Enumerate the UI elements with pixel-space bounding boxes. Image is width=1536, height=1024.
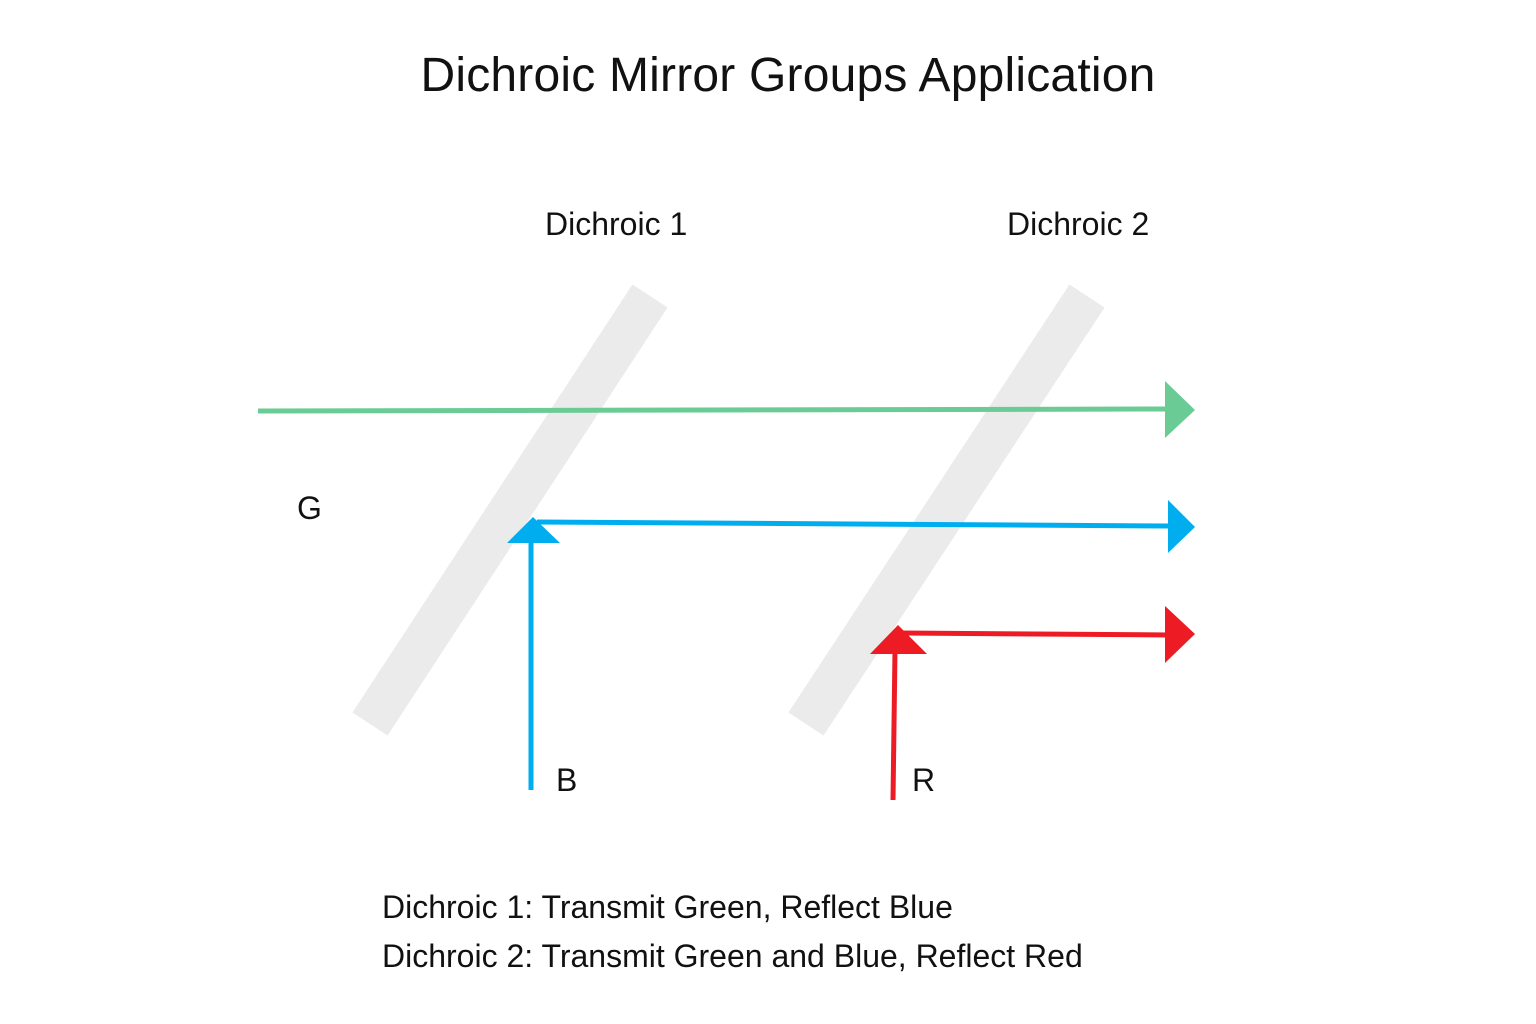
note-dichroic-2: Dichroic 2: Transmit Green and Blue, Ref… — [382, 938, 1083, 974]
green-beam-label: G — [297, 490, 322, 526]
red-arrowhead-icon — [1165, 606, 1195, 663]
dichroic-2-mirror — [788, 284, 1105, 736]
red-beam-label: R — [912, 762, 936, 798]
green-arrowhead-icon — [1165, 381, 1195, 438]
dichroic-1-label: Dichroic 1 — [545, 206, 688, 242]
red-beam-horizontal — [899, 630, 1171, 638]
blue-beam-horizontal — [536, 519, 1171, 529]
diagram-title: Dichroic Mirror Groups Application — [420, 49, 1156, 102]
dichroic-2-label: Dichroic 2 — [1007, 206, 1150, 242]
blue-beam-label: B — [556, 762, 578, 798]
blue-arrowhead-icon — [1168, 500, 1195, 553]
red-beam-vertical — [890, 649, 898, 801]
dichroic-1-mirror — [352, 284, 668, 736]
red-up-arrowhead-icon — [870, 625, 927, 654]
green-beam — [257, 406, 1171, 414]
note-dichroic-1: Dichroic 1: Transmit Green, Reflect Blue — [382, 889, 953, 925]
blue-up-arrowhead-icon — [507, 517, 560, 543]
